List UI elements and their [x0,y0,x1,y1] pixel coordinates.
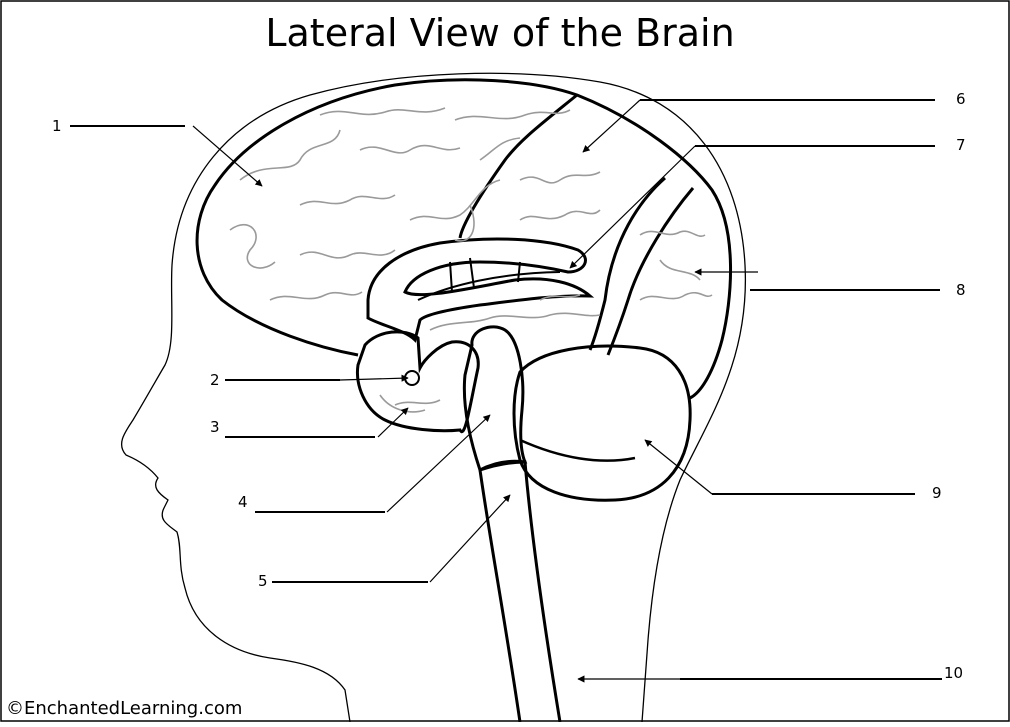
label-arrow-9 [645,440,712,494]
label-number-2: 2 [210,371,220,389]
cerebellum-fissure [520,440,635,461]
corpus-callosum [368,239,590,340]
label-number-4: 4 [238,493,248,511]
label-arrow-3 [378,408,408,437]
label-number-5: 5 [258,572,268,590]
label-arrow-5 [430,495,510,582]
label-number-3: 3 [210,418,220,436]
central-sulcus-back [590,178,665,350]
label-number-8: 8 [956,281,966,299]
label-number-7: 7 [956,136,966,154]
label-number-9: 9 [932,484,942,502]
label-arrow-6 [583,100,640,152]
label-number-1: 1 [52,117,62,135]
cerebellum-outline [514,346,690,500]
spinal-cord [480,461,560,722]
label-number-6: 6 [956,90,966,108]
credit-text: ©EnchantedLearning.com [6,698,242,719]
head-outline [122,73,746,722]
label-arrow-2 [340,378,408,380]
diagram-title: Lateral View of the Brain [265,11,734,55]
label-number-10: 10 [944,664,963,682]
label-arrow-1 [193,126,262,186]
label-leaders [70,100,942,679]
